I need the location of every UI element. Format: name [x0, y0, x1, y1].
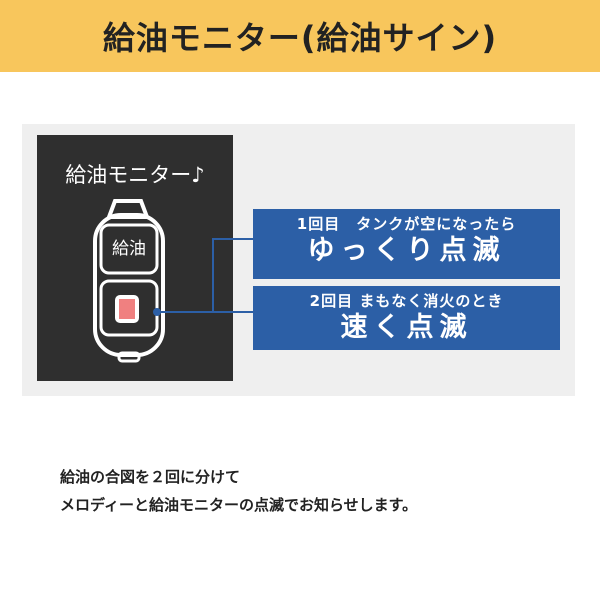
title-banner: 給油モニター(給油サイン): [0, 0, 600, 72]
caption: 給油の合図を２回に分けて メロディーと給油モニターの点滅でお知らせします。: [60, 463, 417, 519]
lamp: [119, 299, 135, 319]
caption-line-2: メロディーと給油モニターの点滅でお知らせします。: [60, 496, 418, 514]
notice-second-action: 速く点滅: [340, 312, 473, 343]
notice-first-condition: 1回目 タンクが空になったら: [296, 215, 517, 233]
notice-first-action: ゆっくり点滅: [307, 235, 506, 266]
notice-first: 1回目 タンクが空になったら ゆっくり点滅: [253, 209, 560, 279]
notice-second: 2回目 まもなく消火のとき 速く点滅: [253, 286, 560, 350]
caption-line-1: 給油の合図を２回に分けて: [60, 468, 241, 486]
device-title: 給油モニター♪: [65, 163, 205, 187]
device-button-label: 給油: [112, 239, 146, 259]
device-illustration: 給油モニター♪ 給油: [37, 135, 233, 381]
refuel-monitor-device-icon: [93, 199, 217, 363]
notice-second-condition: 2回目 まもなく消火のとき: [309, 292, 504, 310]
page-title: 給油モニター(給油サイン): [102, 19, 498, 57]
